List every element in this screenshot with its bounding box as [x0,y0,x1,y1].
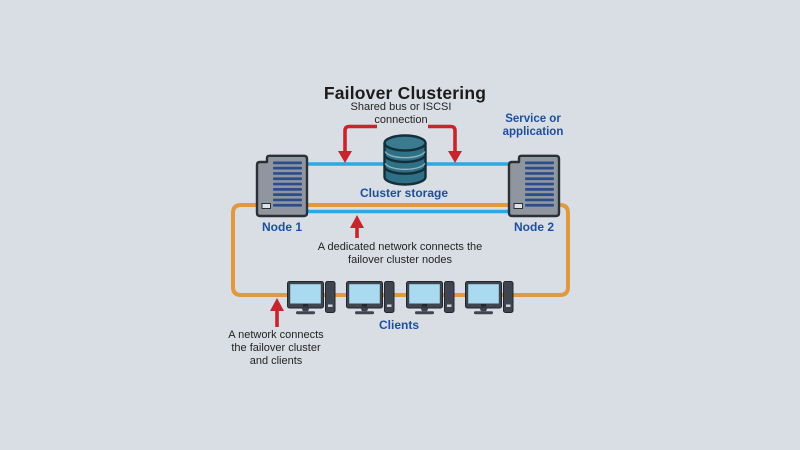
clients-label: Clients [378,318,420,332]
shared-bus-annotation: Shared bus or ISCSI connection [350,101,452,126]
dedicated-network-annotation: A dedicated network connects the failove… [317,241,483,266]
client-computer-icon [346,281,395,315]
client-network-arrow [270,298,284,327]
cluster-storage-icon [383,134,427,186]
dedicated-network-arrow [350,215,364,238]
node2-server-icon [507,154,561,218]
client-computer-icon [465,281,514,315]
service-or-application-label: Service or application [502,113,564,138]
diagram-title: Failover Clustering [323,83,487,103]
node1-label: Node 1 [261,220,303,234]
cluster-storage-label: Cluster storage [359,186,449,200]
shared-bus-arrow-right [428,124,462,163]
node1-server-icon [255,154,309,218]
client-computer-icon [287,281,336,315]
shared-bus-arrow-left [338,124,377,163]
node2-label: Node 2 [513,220,555,234]
client-computer-icon [406,281,455,315]
client-network-annotation: A network connects the failover cluster … [228,329,324,367]
client-network-line [231,203,570,297]
